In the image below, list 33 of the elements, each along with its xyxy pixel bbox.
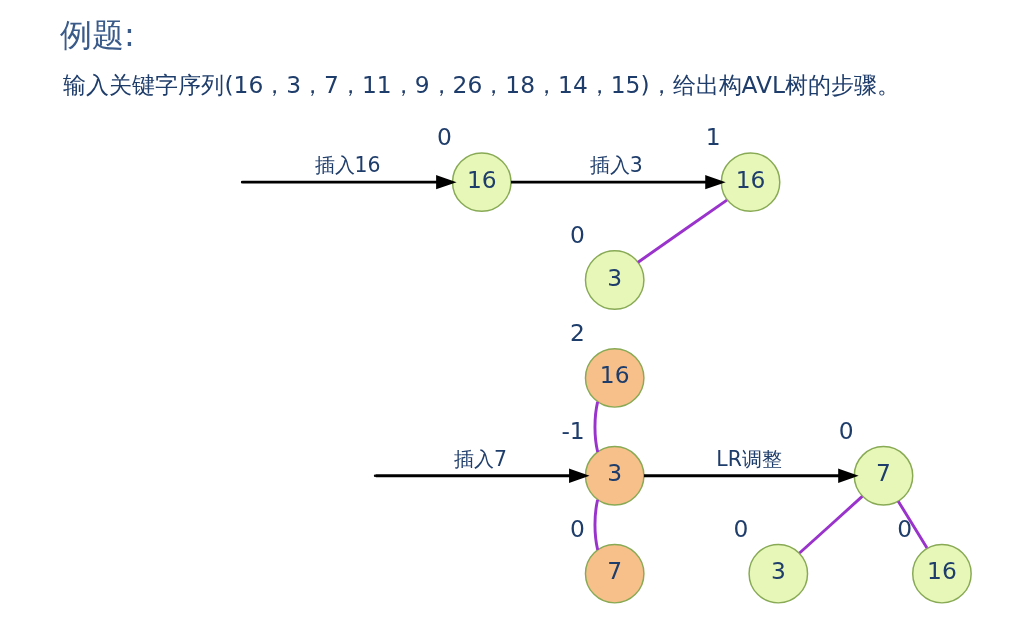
connector xyxy=(593,401,599,453)
node-circle: 3 xyxy=(584,250,645,310)
node-label: 0 xyxy=(436,123,452,152)
edge-label: LR调整 xyxy=(715,446,782,471)
node-circle: 16 xyxy=(584,347,645,408)
node-circle: 16 xyxy=(451,152,512,213)
node-label: 0 xyxy=(733,514,748,543)
connector xyxy=(896,500,928,549)
edge-label: 插入3 xyxy=(589,153,643,178)
node-circle: 16 xyxy=(911,543,972,604)
node-label: 1 xyxy=(705,123,721,152)
connector xyxy=(798,495,863,555)
arrow xyxy=(643,468,859,483)
node-circle: 7 xyxy=(853,445,913,506)
node-label: 0 xyxy=(569,221,585,250)
node-circle: 3 xyxy=(584,445,645,506)
edge-label: 插入7 xyxy=(453,446,507,471)
connector xyxy=(636,198,728,264)
arrow xyxy=(242,174,457,190)
edge-label: 插入16 xyxy=(314,153,381,178)
node-circle: 16 xyxy=(720,152,780,213)
arrow xyxy=(375,468,590,483)
arrow xyxy=(510,174,726,190)
node-label: 0 xyxy=(569,514,585,543)
node-label: 2 xyxy=(569,319,585,348)
connector xyxy=(593,499,599,551)
node-circle: 3 xyxy=(747,543,808,604)
label: 输入关键字序列(16，3，7，11，9，26，18，14，15)，给出构AVL树的步骤。 xyxy=(62,70,900,99)
diagram-title: 例题: xyxy=(59,15,135,54)
node-label: 0 xyxy=(838,416,854,445)
node-label: 0 xyxy=(896,514,912,543)
node-label: -1 xyxy=(560,416,585,445)
node-circle: 7 xyxy=(584,543,645,604)
